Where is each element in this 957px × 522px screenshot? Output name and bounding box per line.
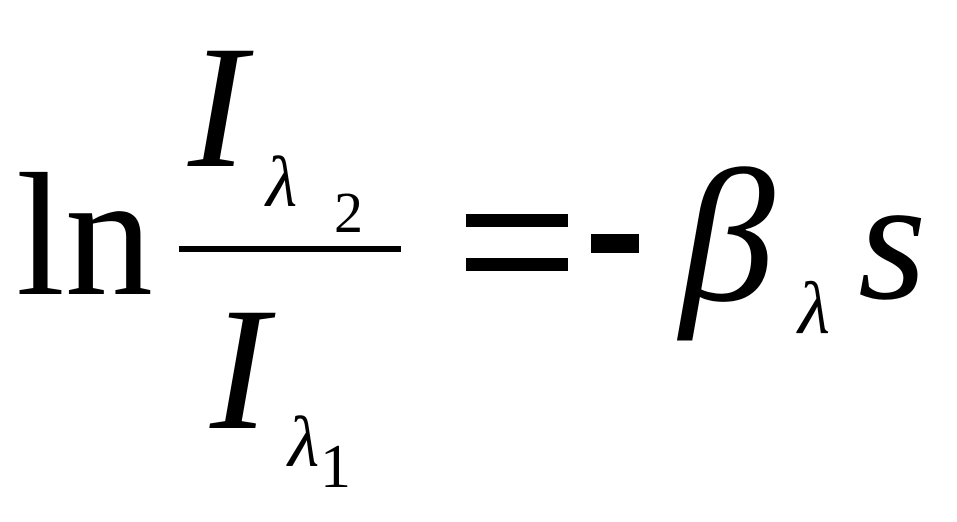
path-length-variable: s — [858, 142, 927, 337]
numerator-lambda-subscript: λ — [266, 142, 298, 222]
beta-coefficient: β — [680, 132, 775, 342]
fraction-bar — [179, 246, 401, 252]
equals-sign-top-bar — [466, 214, 568, 227]
denominator-lambda-subscript: λ — [288, 402, 320, 482]
denominator-index-subscript: 1 — [320, 433, 351, 501]
numerator-intensity: I — [188, 10, 247, 205]
beta-lambda-subscript: λ — [798, 268, 831, 350]
ln-function: ln — [16, 138, 153, 333]
denominator-intensity: I — [210, 272, 269, 467]
numerator-index-subscript: 2 — [334, 180, 363, 245]
equals-sign-bottom-bar — [466, 258, 568, 271]
minus-sign — [591, 234, 639, 253]
